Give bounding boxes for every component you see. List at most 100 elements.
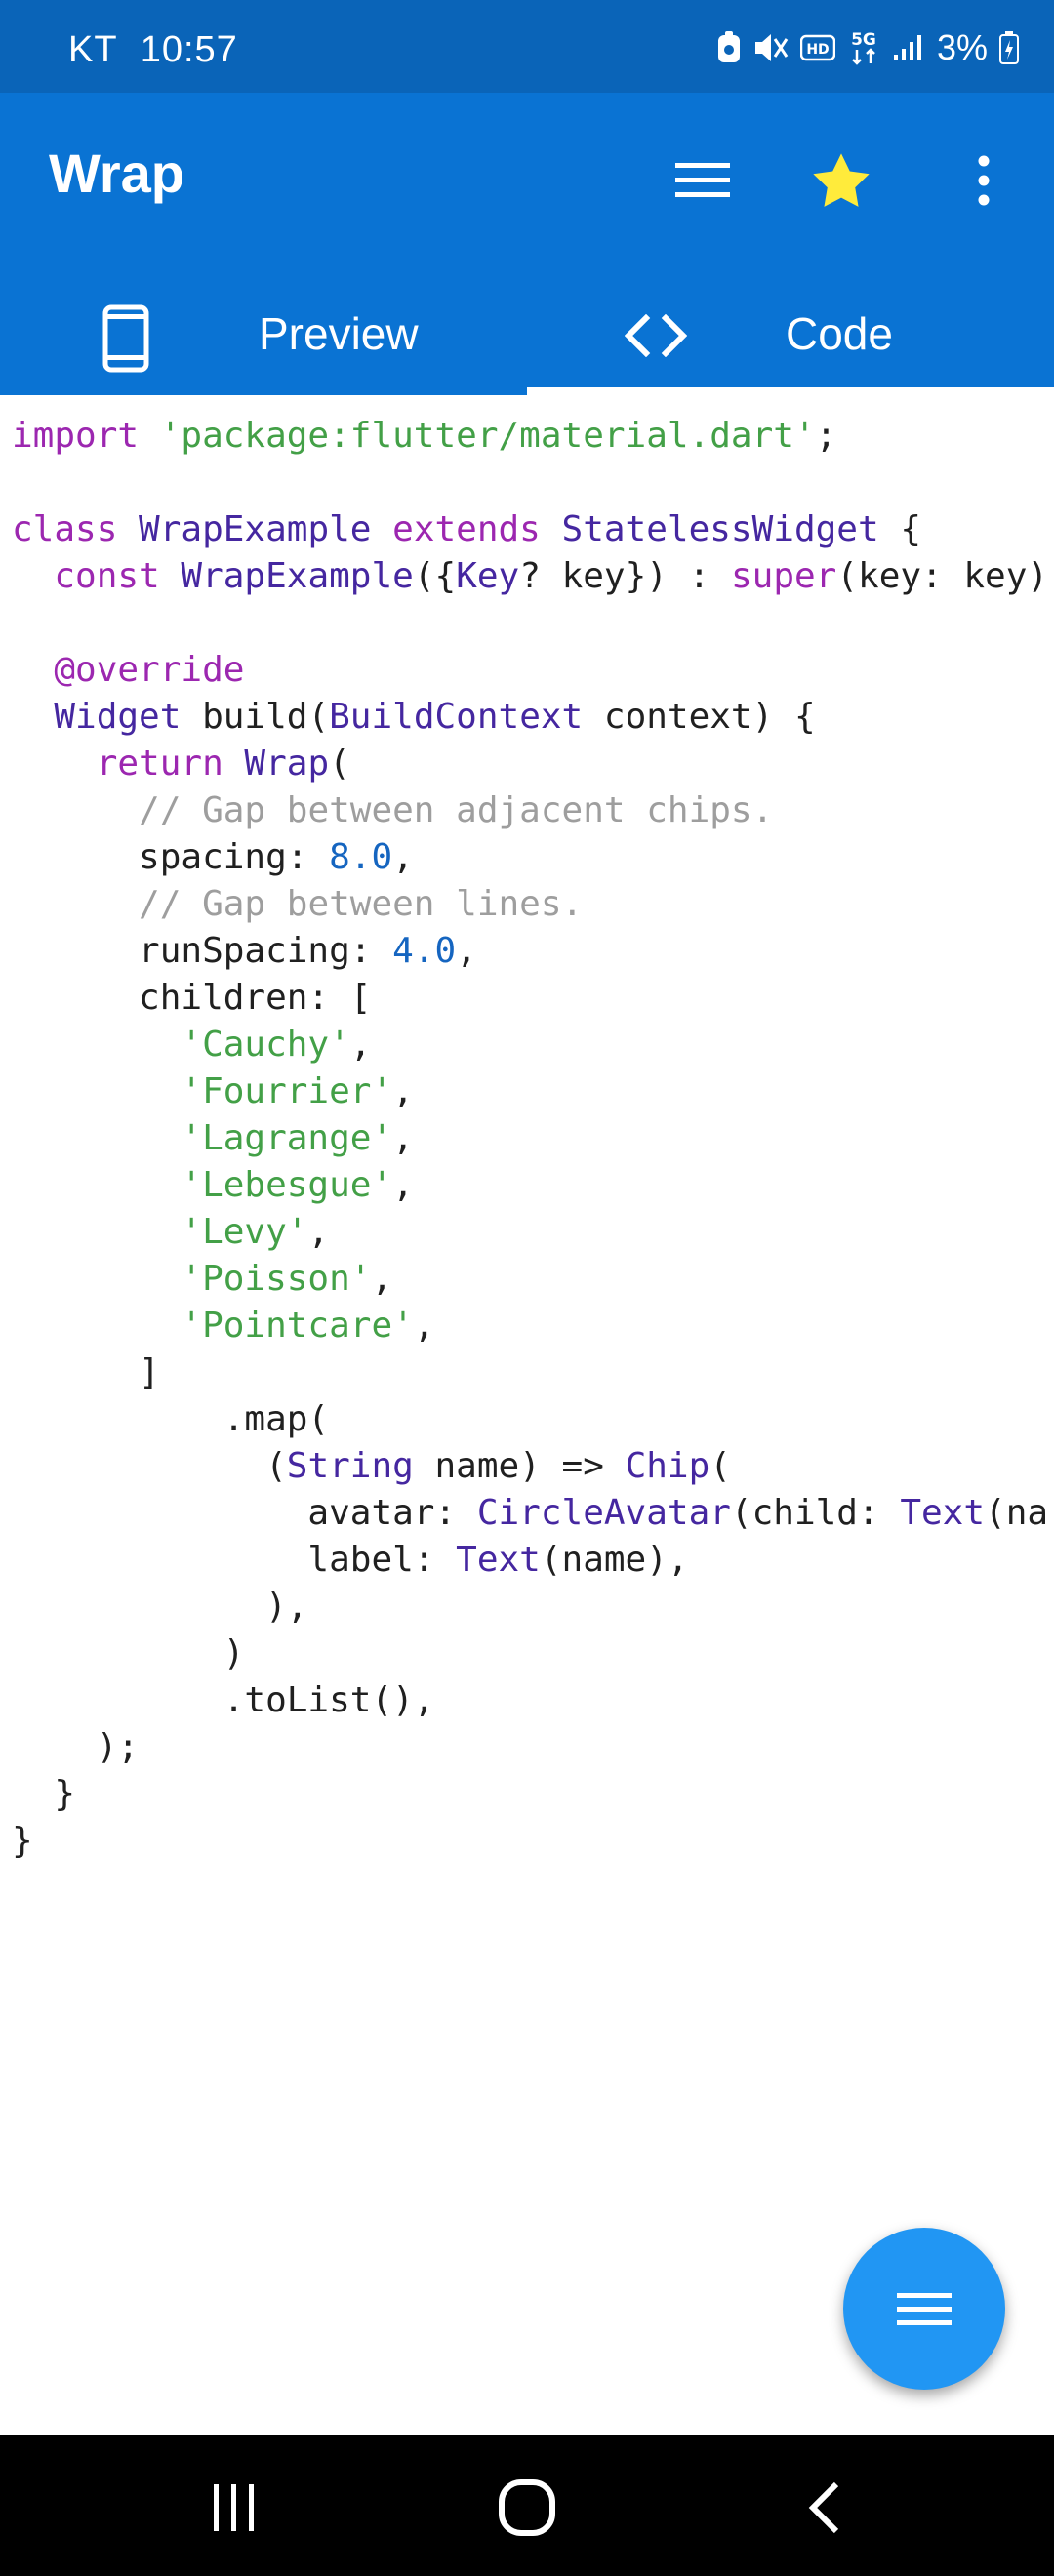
code-line: Widget build(BuildContext context) { bbox=[12, 694, 1048, 741]
code-token bbox=[12, 1212, 181, 1252]
code-token: Key bbox=[456, 556, 520, 596]
code-token: , bbox=[456, 931, 477, 971]
code-token bbox=[12, 1306, 181, 1346]
home-icon bbox=[499, 2479, 555, 2536]
system-nav-bar bbox=[0, 2435, 1054, 2576]
code-token: (name), bbox=[540, 1540, 689, 1580]
code-token: Text bbox=[900, 1493, 986, 1533]
recents-icon bbox=[214, 2484, 254, 2531]
code-token bbox=[12, 697, 54, 737]
code-token: runSpacing: bbox=[12, 931, 393, 971]
code-token: ( bbox=[709, 1446, 731, 1486]
network-type-label: 5G bbox=[851, 30, 876, 50]
code-token bbox=[12, 556, 54, 596]
code-token: avatar: bbox=[12, 1493, 477, 1533]
back-button[interactable] bbox=[776, 2469, 873, 2547]
code-line bbox=[12, 460, 1048, 506]
code-token: 'Poisson' bbox=[181, 1259, 372, 1299]
code-line: 'Fourrier', bbox=[12, 1068, 1048, 1115]
network-type-icon: 5G bbox=[847, 28, 880, 67]
code-token: class bbox=[12, 509, 140, 549]
code-token: 4.0 bbox=[392, 931, 457, 971]
menu-icon bbox=[897, 2293, 952, 2325]
code-token: 'Fourrier' bbox=[181, 1071, 393, 1111]
code-token bbox=[12, 1165, 181, 1205]
code-token: 'Pointcare' bbox=[181, 1306, 414, 1346]
code-token: ? key}) : bbox=[519, 556, 731, 596]
code-token: extends bbox=[392, 509, 562, 549]
code-line: .toList(), bbox=[12, 1677, 1048, 1724]
svg-text:HD: HD bbox=[806, 42, 829, 58]
code-token: WrapExample bbox=[139, 509, 393, 549]
code-line: 'Lebesgue', bbox=[12, 1162, 1048, 1209]
code-line: return Wrap( bbox=[12, 741, 1048, 787]
code-token: 'Lebesgue' bbox=[181, 1165, 393, 1205]
code-token: .toList(), bbox=[12, 1680, 435, 1720]
code-token: ), bbox=[12, 1587, 308, 1627]
code-token bbox=[12, 1071, 181, 1111]
code-token: build( bbox=[181, 697, 330, 737]
code-token: StatelessWidget bbox=[561, 509, 879, 549]
code-token: WrapExample bbox=[181, 556, 414, 596]
code-token: name) => bbox=[413, 1446, 626, 1486]
code-token: (child: bbox=[730, 1493, 901, 1533]
code-token bbox=[12, 1025, 181, 1065]
code-line: (String name) => Chip( bbox=[12, 1443, 1048, 1490]
code-token: } bbox=[12, 1774, 76, 1814]
code-token: context) { bbox=[583, 697, 816, 737]
favorite-button[interactable] bbox=[792, 132, 890, 229]
code-line: } bbox=[12, 1818, 1048, 1865]
code-line: runSpacing: 4.0, bbox=[12, 928, 1048, 975]
menu-icon bbox=[675, 163, 730, 197]
code-token: , bbox=[371, 1259, 393, 1299]
code-token: , bbox=[392, 1165, 414, 1205]
code-token: } bbox=[12, 1821, 33, 1861]
status-bar: KT 10:57 HD 5G 3% bbox=[0, 0, 1054, 93]
fab-menu-button[interactable] bbox=[843, 2228, 1005, 2390]
code-line: 'Cauchy', bbox=[12, 1022, 1048, 1068]
menu-button[interactable] bbox=[654, 132, 751, 229]
code-token bbox=[12, 744, 97, 784]
code-token: { bbox=[878, 509, 921, 549]
back-icon bbox=[808, 2481, 839, 2534]
code-line: 'Lagrange', bbox=[12, 1115, 1048, 1162]
code-token: , bbox=[392, 1071, 414, 1111]
home-button[interactable] bbox=[478, 2469, 576, 2547]
alarm-icon bbox=[716, 31, 742, 64]
code-token: (key: key) bbox=[836, 556, 1049, 596]
status-icons: HD 5G 3% bbox=[716, 27, 1019, 68]
code-line: 'Poisson', bbox=[12, 1256, 1048, 1303]
code-token: , bbox=[307, 1212, 330, 1252]
code-token: spacing: bbox=[12, 837, 330, 877]
code-line: label: Text(name), bbox=[12, 1537, 1048, 1584]
code-line: children: [ bbox=[12, 975, 1048, 1022]
code-line: ); bbox=[12, 1724, 1048, 1771]
code-token: ( bbox=[329, 744, 350, 784]
tab-preview-label: Preview bbox=[259, 308, 419, 359]
tab-preview[interactable]: Preview bbox=[0, 283, 527, 395]
code-token: ); bbox=[12, 1727, 140, 1767]
code-line: 'Levy', bbox=[12, 1209, 1048, 1256]
code-token: import bbox=[12, 416, 160, 456]
recents-button[interactable] bbox=[185, 2469, 283, 2547]
code-line: spacing: 8.0, bbox=[12, 834, 1048, 881]
code-line: const WrapExample({Key? key}) : super(ke… bbox=[12, 553, 1048, 600]
code-view[interactable]: import 'package:flutter/material.dart'; … bbox=[0, 395, 1054, 2435]
code-token: CircleAvatar bbox=[476, 1493, 731, 1533]
code-line: } bbox=[12, 1771, 1048, 1818]
code-token: @override bbox=[54, 650, 245, 690]
code-line: ) bbox=[12, 1630, 1048, 1677]
tab-code[interactable]: Code bbox=[527, 283, 1054, 395]
code-token: ] bbox=[12, 1352, 160, 1392]
code-token bbox=[12, 1259, 181, 1299]
code-token: Wrap bbox=[244, 744, 330, 784]
code-line: avatar: CircleAvatar(child: Text(na bbox=[12, 1490, 1048, 1537]
code-token: return bbox=[96, 744, 245, 784]
more-options-button[interactable] bbox=[935, 132, 1033, 229]
tab-bar: Preview Code bbox=[0, 283, 1054, 395]
code-token: Chip bbox=[625, 1446, 710, 1486]
code-line: ] bbox=[12, 1349, 1048, 1396]
code-token: ( bbox=[12, 1446, 287, 1486]
code-token: , bbox=[392, 837, 414, 877]
code-line: @override bbox=[12, 647, 1048, 694]
